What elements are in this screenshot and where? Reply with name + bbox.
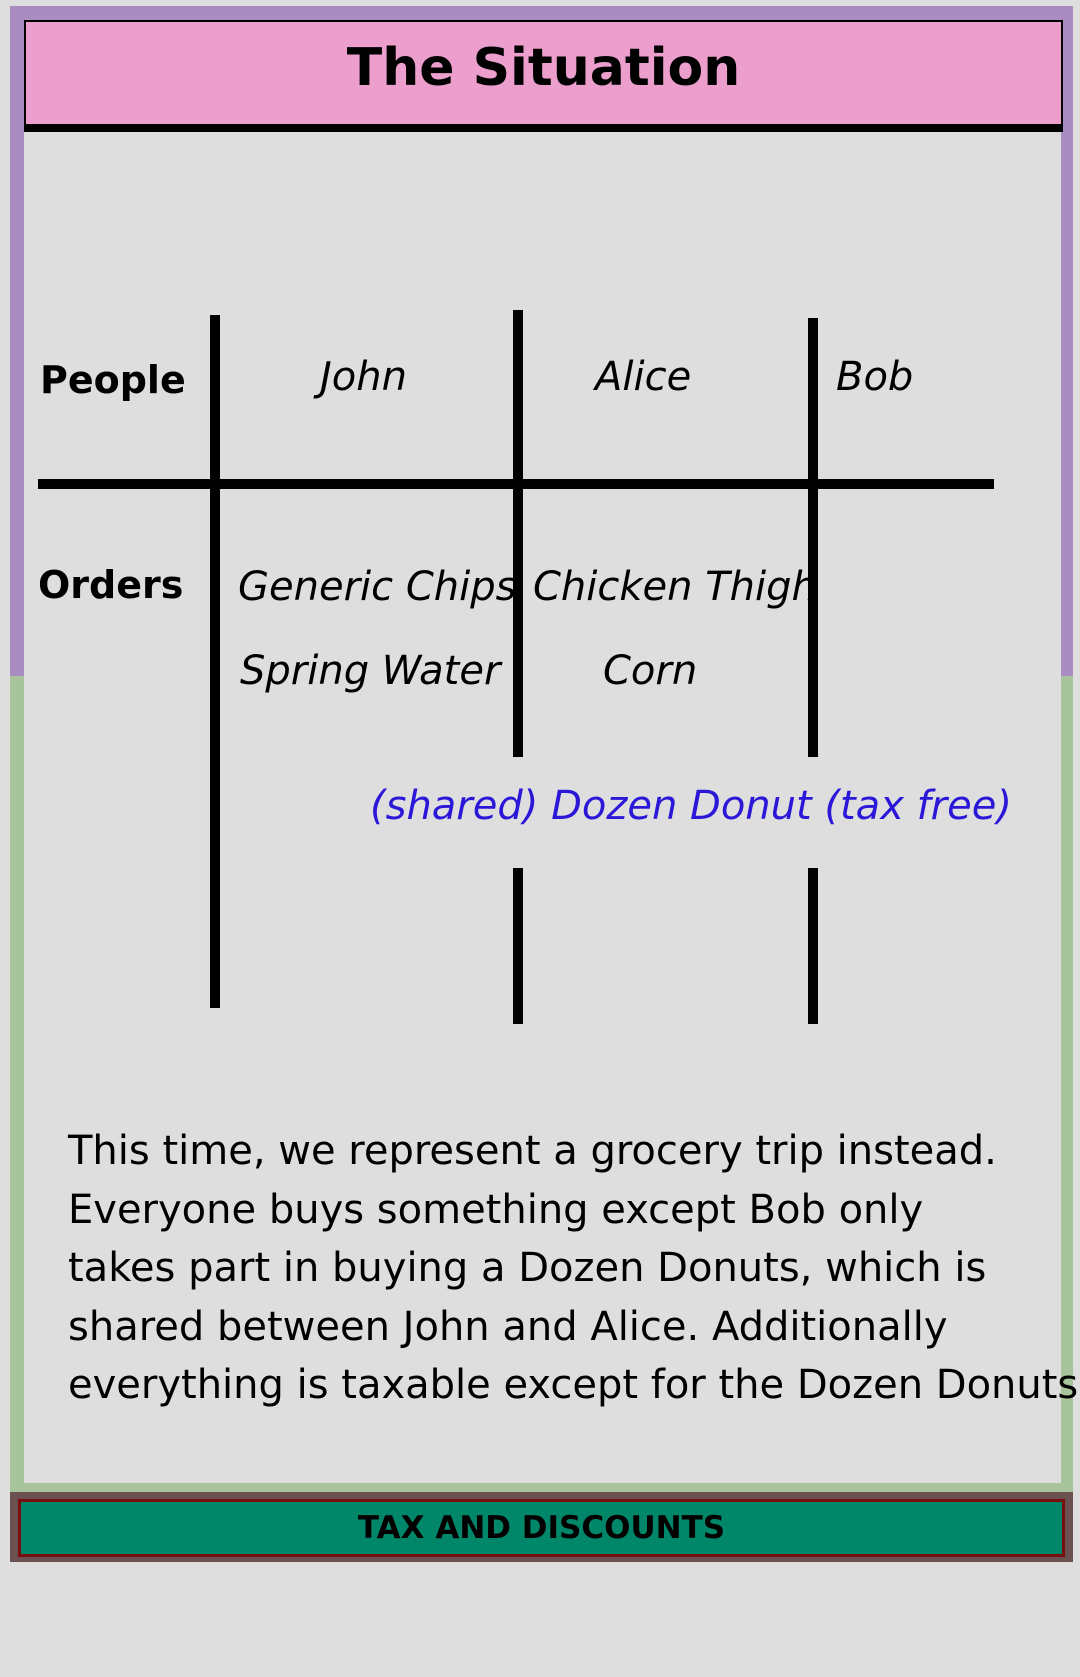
person-alice: Alice xyxy=(595,354,692,400)
description-line: everything is taxable except for the Doz… xyxy=(68,1362,1079,1408)
grid-line-vertical-2 xyxy=(513,310,523,757)
grid-line-horizontal xyxy=(38,479,994,489)
grid-line-vertical-3-lower xyxy=(808,868,818,1024)
shared-item-label: (shared) Dozen Donut (tax free) xyxy=(370,783,1012,829)
description-line: This time, we represent a grocery trip i… xyxy=(68,1128,997,1174)
order-alice-1: Chicken Thigh xyxy=(533,564,817,610)
grid-line-vertical-1 xyxy=(210,315,220,1008)
person-bob: Bob xyxy=(836,354,914,400)
order-john-2: Spring Water xyxy=(240,648,501,694)
description-line: Everyone buys something except Bob only xyxy=(68,1186,924,1233)
tax-and-discounts-label: TAX AND DISCOUNTS xyxy=(357,1510,726,1546)
person-john: John xyxy=(320,354,407,400)
content-panel xyxy=(24,20,1061,1483)
page-title: The Situation xyxy=(346,38,741,98)
description-line: takes part in buying a Dozen Donuts, whi… xyxy=(68,1245,987,1291)
order-alice-2: Corn xyxy=(603,648,698,694)
grid-line-vertical-3 xyxy=(808,318,818,757)
description-text: This time, we represent a grocery trip i… xyxy=(68,1122,1079,1415)
order-john-1: Generic Chips xyxy=(238,564,517,610)
row-label-orders: Orders xyxy=(38,563,184,607)
tax-and-discounts-button[interactable]: TAX AND DISCOUNTS xyxy=(18,1499,1065,1557)
row-label-people: People xyxy=(40,358,186,402)
description-line: shared between John and Alice. Additiona… xyxy=(68,1303,948,1350)
title-bar: The Situation xyxy=(24,20,1063,132)
grid-line-vertical-2-lower xyxy=(513,868,523,1024)
